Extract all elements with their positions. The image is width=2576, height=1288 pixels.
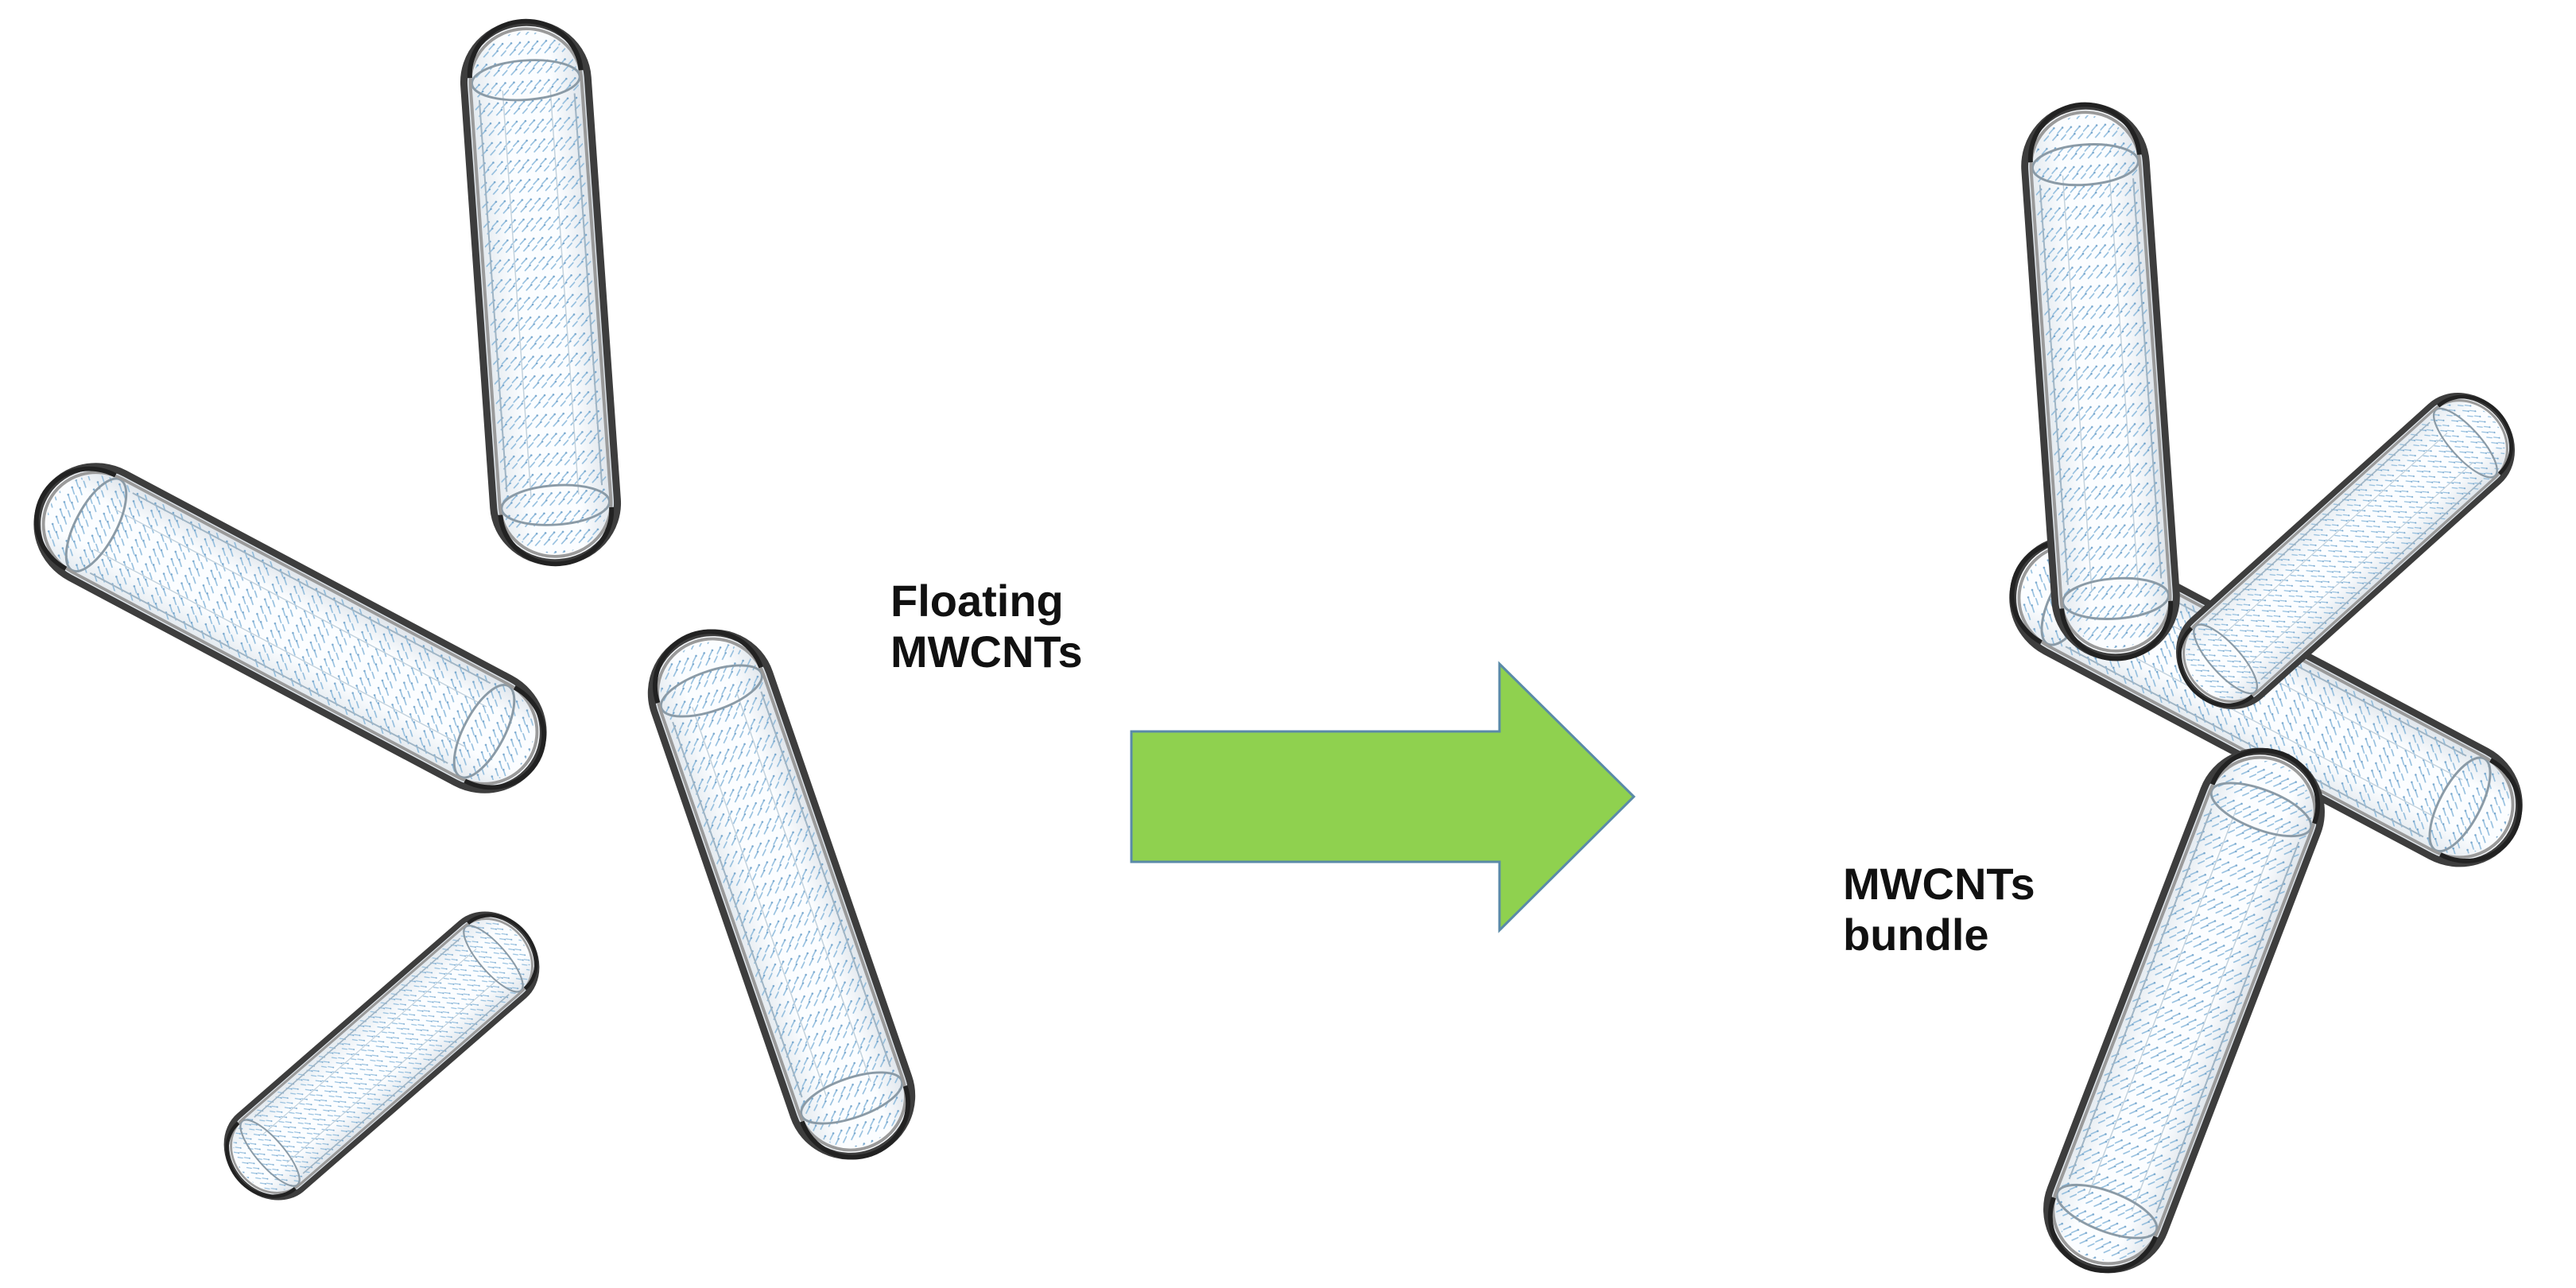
bundled-nanotubes-group <box>1990 100 2541 1288</box>
bundle-label-line-1: MWCNTs <box>1843 859 2035 909</box>
floating-nanotubes-group <box>15 17 929 1216</box>
nanotube-diagonal-left <box>15 444 566 812</box>
nanotube-small-bottom <box>208 895 556 1216</box>
transition-arrow <box>1130 661 1636 933</box>
floating-mwcnts-label: Floating MWCNTs <box>890 576 1083 678</box>
nanotube-vertical-top <box>460 17 621 568</box>
nanotube-diagonal-middle <box>634 615 929 1174</box>
bundle-label-line-2: bundle <box>1843 910 1989 960</box>
floating-label-line-1: Floating <box>890 576 1064 626</box>
floating-label-line-2: MWCNTs <box>890 627 1083 677</box>
right-arrow-icon <box>1130 661 1636 933</box>
bundle-tube-lower-diagonal <box>2029 732 2339 1288</box>
mwcnts-bundle-label: MWCNTs bundle <box>1843 859 2035 961</box>
